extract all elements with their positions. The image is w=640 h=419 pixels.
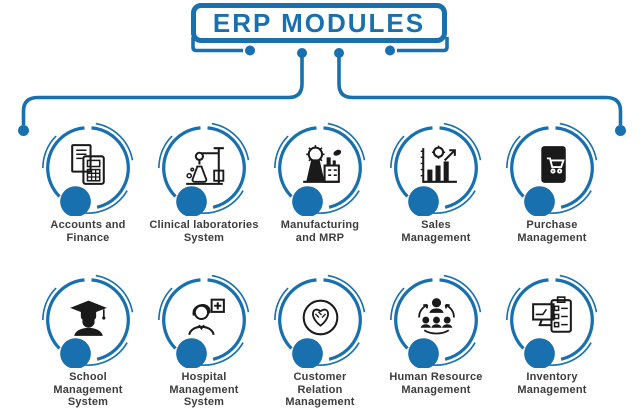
module-badge xyxy=(156,120,252,216)
module-badge xyxy=(504,272,600,368)
module-badge xyxy=(40,272,136,368)
module-badge xyxy=(388,272,484,368)
sales-chart-icon xyxy=(410,139,463,192)
inventory-icon xyxy=(526,291,579,344)
module-badge xyxy=(504,120,600,216)
factory-icon xyxy=(294,139,347,192)
module-badge xyxy=(388,120,484,216)
module-badge xyxy=(156,272,252,368)
module-badge xyxy=(40,120,136,216)
microscope-icon xyxy=(178,139,231,192)
calculator-icon xyxy=(62,139,115,192)
graduate-icon xyxy=(62,291,115,344)
module-badge xyxy=(272,120,368,216)
nurse-icon xyxy=(178,291,231,344)
module-badge xyxy=(272,272,368,368)
handshake-icon xyxy=(294,291,347,344)
team-icon xyxy=(410,291,463,344)
shopping-cart-icon xyxy=(526,139,579,192)
page-title: ERP MODULES xyxy=(191,3,447,43)
